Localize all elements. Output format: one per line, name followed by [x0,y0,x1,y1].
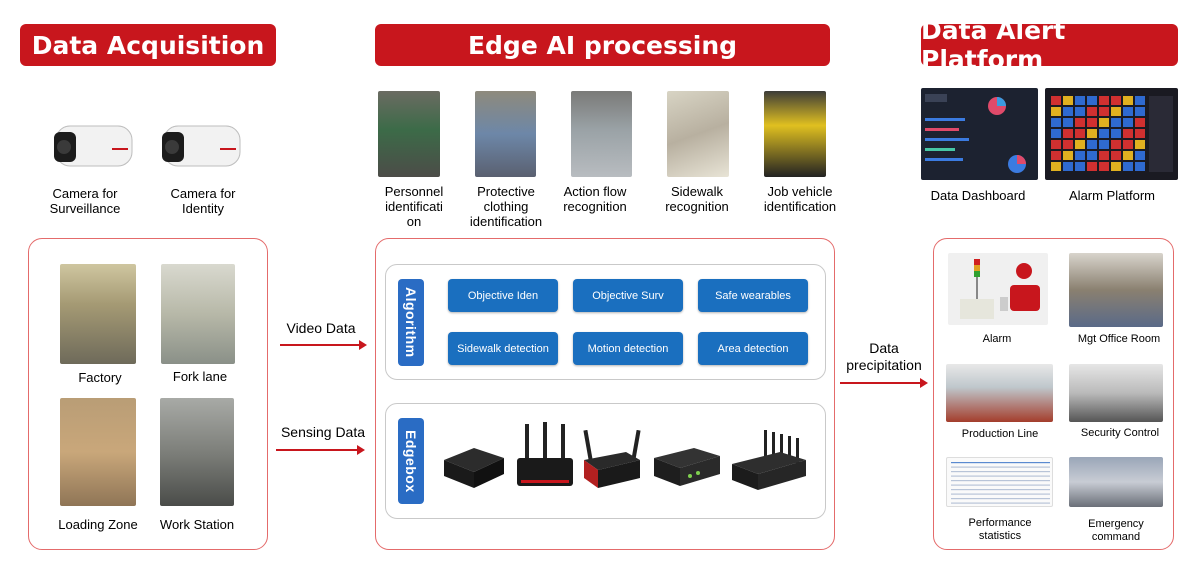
camera-surveillance-label: Camera for Surveillance [49,186,121,216]
output-emergency-command-label: Emergency command [1088,518,1144,543]
output-performance-statistics-label: Performance statistics [968,517,1032,542]
alarm-platform-label: Alarm Platform [1069,188,1155,203]
banner-data-acquisition: Data Acquisition [20,24,276,66]
camera-identity-label: Camera for Identity [170,186,236,216]
algo-objective-surv: Objective Surv [573,279,683,312]
site-work-station-label: Work Station [159,517,235,532]
security-control-photo [1069,364,1163,422]
edge-device-2-icon [517,422,573,486]
edge-device-1-icon [444,448,504,488]
edgebox-bar: Edgebox [398,418,424,504]
algo-area-detection: Area detection [698,332,808,365]
data-precipitation-label: Data precipitation [846,340,922,373]
sidewalk-photo [667,91,729,177]
algo-objective-iden: Objective Iden [448,279,558,312]
emergency-command-photo [1069,457,1163,507]
video-data-label: Video Data [286,320,356,336]
protective-clothing-photo [475,91,536,177]
mgt-office-room-photo [1069,253,1163,327]
recognition-sidewalk-label: Sidewalk recognition [665,184,729,214]
alarm-platform-screen [1045,88,1178,180]
output-security-control-label: Security Control [1080,427,1160,439]
banner-data-alert-platform: Data Alert Platform [921,16,1178,74]
algo-motion-detection: Motion detection [573,332,683,365]
output-production-line-label: Production Line [961,428,1039,440]
recognition-job-vehicle-label: Job vehicle identification [763,184,837,214]
algo-sidewalk-detection: Sidewalk detection [448,332,558,365]
algo-safe-wearables: Safe wearables [698,279,808,312]
output-alarm-label: Alarm [982,333,1012,345]
performance-statistics-photo [946,457,1053,507]
sensing-data-label: Sensing Data [280,424,366,440]
recognition-personnel-label: Personnel identificati on [384,184,444,229]
edge-device-4-icon [654,448,720,486]
loading-zone-photo [60,398,136,506]
recognition-action-label: Action flow recognition [563,184,627,214]
data-dashboard-label: Data Dashboard [930,188,1026,203]
production-line-photo [946,364,1053,422]
action-flow-photo [571,91,632,177]
recognition-protective-label: Protective clothing identification [469,184,543,229]
data-precipitation-arrow [840,378,928,388]
banner-edge-ai-processing: Edge AI processing [375,24,830,66]
algorithm-bar: Algorithm [398,279,424,366]
identity-camera-icon [162,125,241,167]
data-dashboard-screen [921,88,1038,180]
personnel-photo [378,91,440,177]
site-factory-label: Factory [78,370,122,385]
sensing-data-arrow [276,445,365,455]
fork-lane-photo [161,264,235,364]
surveillance-camera-icon [54,125,133,167]
edge-device-3-icon [583,430,641,488]
job-vehicle-photo [764,91,826,177]
work-station-photo [160,398,234,506]
output-mgt-office-room-label: Mgt Office Room [1077,333,1161,345]
site-fork-lane-label: Fork lane [172,369,228,384]
video-data-arrow [280,340,367,350]
edge-device-5-icon [732,430,806,490]
alarm-photo [948,253,1048,325]
site-loading-zone-label: Loading Zone [58,517,138,532]
factory-photo [60,264,136,364]
